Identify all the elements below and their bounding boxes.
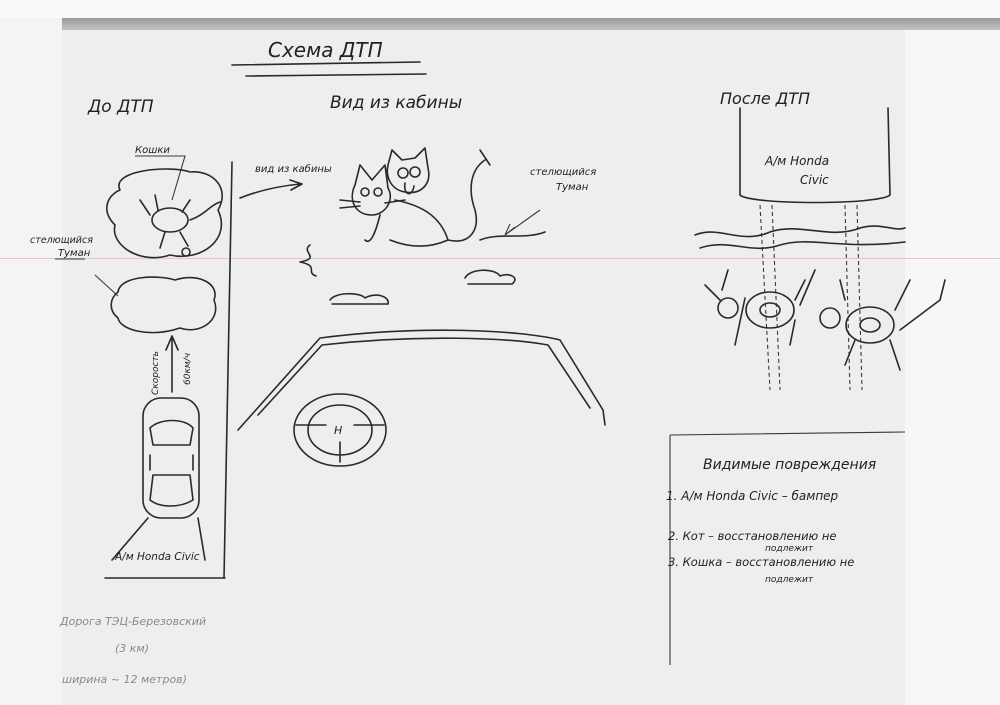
windshield-frame <box>237 329 606 431</box>
scan-shadow-band <box>62 18 1000 30</box>
damages-heading: Видимые повреждения <box>703 457 876 473</box>
view-arrow <box>239 179 303 199</box>
honda-logo: H <box>334 424 342 437</box>
damage-item-2: 2. Кот – восстановлению не <box>668 529 836 543</box>
cats-label: Кошки <box>135 145 170 156</box>
damage-item-2-note: подлежит <box>765 544 814 554</box>
car-front-outline <box>739 107 891 204</box>
fog-cloud-left <box>110 276 217 334</box>
car-top-view <box>111 397 206 561</box>
cabin-view-panel: вид из кабины стелющийся Туман H <box>237 147 606 467</box>
title-underline-2 <box>245 73 427 77</box>
flattened-cat-1 <box>704 269 816 346</box>
fog-wisp-3 <box>464 269 516 285</box>
speed-label-2: 60км/ч <box>183 353 193 385</box>
speed-arrow <box>165 335 179 393</box>
cabin-view-heading: Вид из кабины <box>330 93 462 113</box>
light-beams <box>759 204 863 391</box>
view-from-cabin-label: вид из кабины <box>255 163 332 175</box>
fog-wave-1 <box>694 225 906 238</box>
before-panel: Кошки стелющийся Туман Скорость 60км/ч А… <box>30 145 233 579</box>
before-heading: До ДТП <box>87 97 154 117</box>
damage-item-1: 1. А/м Honda Civic – бампер <box>666 489 839 503</box>
title-underline <box>231 61 421 66</box>
steering-wheel: H <box>293 393 387 467</box>
after-panel: А/м Honda Civic Видимые повреждения 1. А… <box>666 107 946 665</box>
car-before-label: А/м Honda Civic <box>114 551 200 563</box>
fog-pointer-right <box>504 209 541 236</box>
fog-label-left-1: стелющийся <box>30 235 93 246</box>
road-note-line-1: Дорога ТЭЦ-Березовский <box>59 615 206 628</box>
after-heading: После ДТП <box>720 89 810 108</box>
fog-label-right-2: Туман <box>556 182 589 193</box>
paper-right-margin <box>905 0 1000 705</box>
fog-cloud-with-cats <box>106 168 223 259</box>
fog-wisp-2 <box>299 244 317 277</box>
windshield-inner <box>257 337 591 416</box>
scan-top-margin <box>0 0 1000 18</box>
fog-wisp-4 <box>329 292 389 305</box>
speed-label-1: Скорость <box>151 351 161 395</box>
page-title: Схема ДТП <box>268 38 383 62</box>
road-note: Дорога ТЭЦ-Березовский (3 км) ширина ~ 1… <box>59 615 206 686</box>
fog-wave-2 <box>699 241 906 249</box>
fog-wisp-1 <box>479 231 546 241</box>
car-after-label-2: Civic <box>800 173 829 187</box>
car-after-label-1: А/м Honda <box>764 154 829 168</box>
paper-left-margin <box>0 0 62 705</box>
damage-item-3: 3. Кошка – восстановлению не <box>668 555 854 569</box>
fog-label-right-1: стелющийся <box>530 167 596 178</box>
cats-in-fog-drawing <box>139 194 221 257</box>
two-cats-drawing <box>339 147 491 247</box>
fog-pointer-left <box>55 258 119 297</box>
damages-box <box>669 431 906 665</box>
road-note-line-2: (3 км) <box>115 642 149 655</box>
fold-line <box>0 258 1000 259</box>
damage-item-3-note: подлежит <box>765 575 814 585</box>
flattened-cat-2 <box>819 279 946 371</box>
road-edge-line <box>223 161 233 579</box>
cats-pointer <box>135 155 186 201</box>
fog-label-left-2: Туман <box>58 248 91 259</box>
road-note-line-3: ширина ~ 12 метров) <box>62 673 187 686</box>
